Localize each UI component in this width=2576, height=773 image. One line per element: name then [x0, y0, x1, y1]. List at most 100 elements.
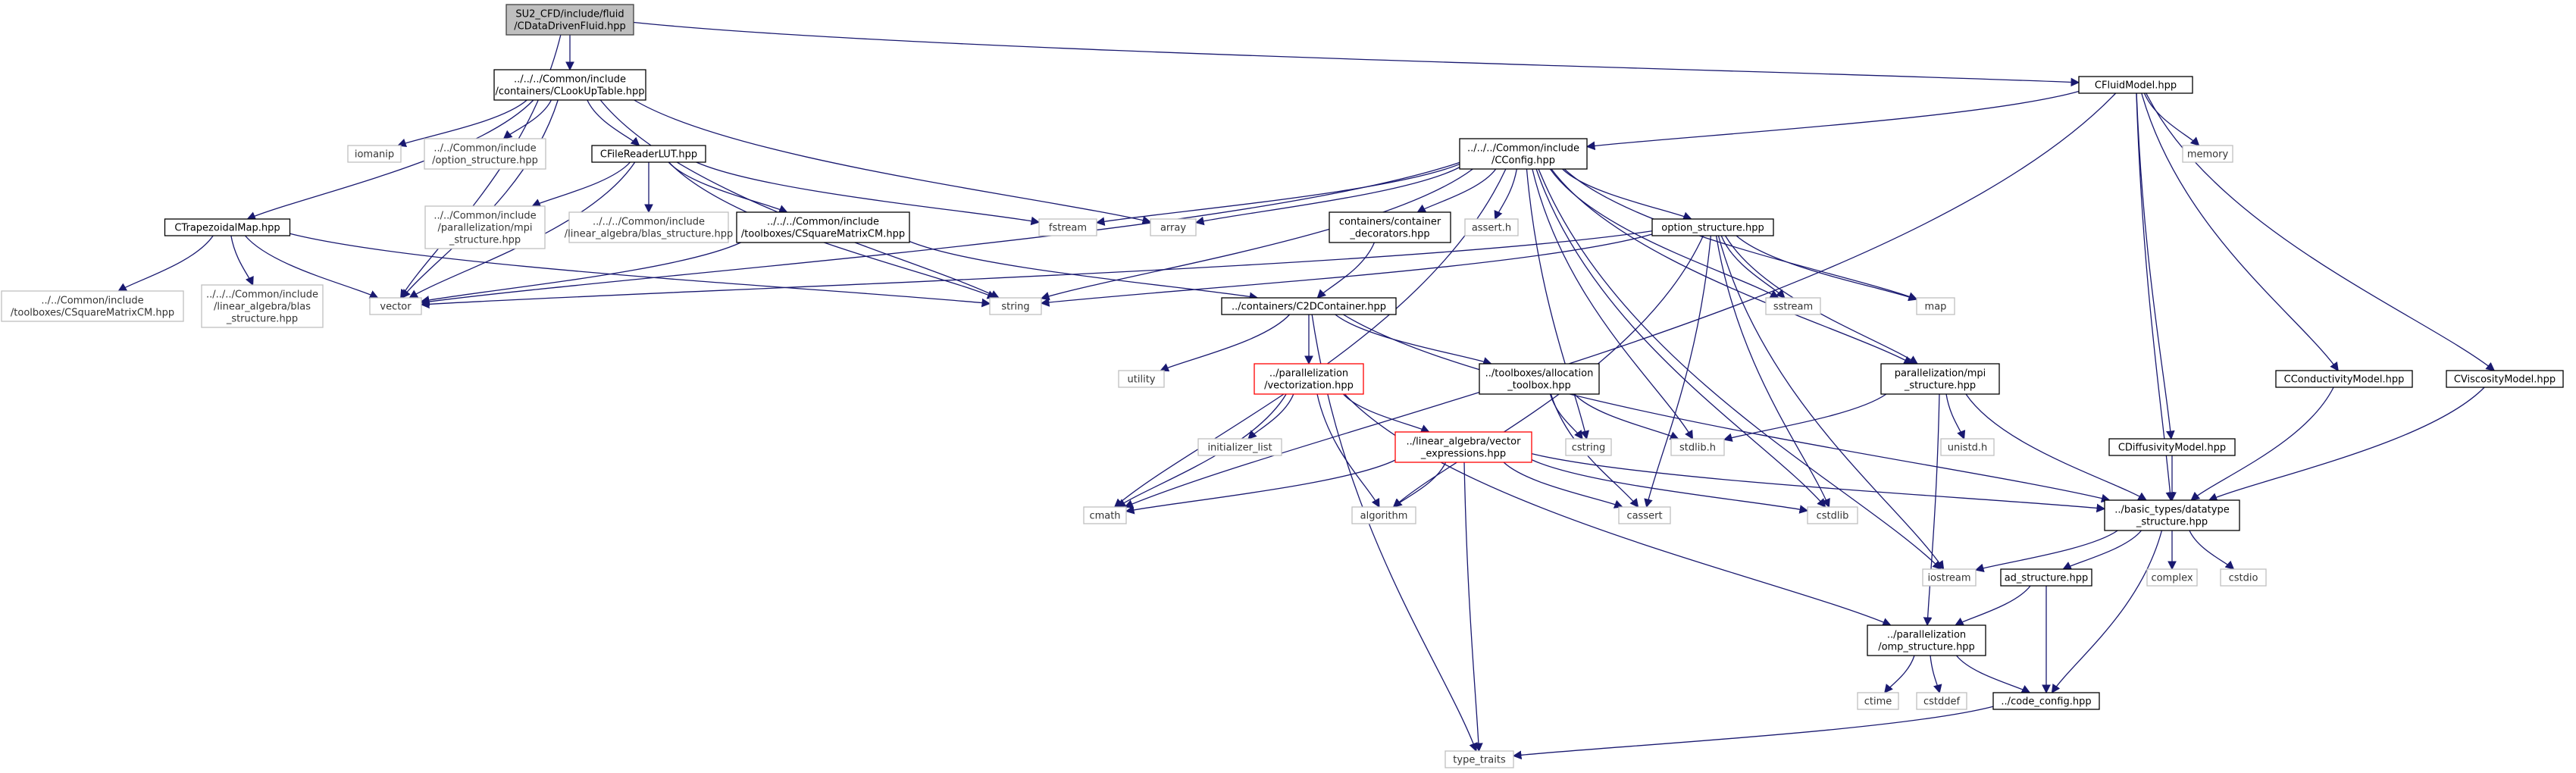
node-datatype[interactable]: ../basic_types/datatype_structure.hpp	[2104, 499, 2240, 531]
node-label-vecexpr-line-1: _expressions.hpp	[1420, 449, 1506, 460]
node-box-ccsqm2	[1, 290, 184, 322]
node-cconfig[interactable]: ../../../Common/include/CConfig.hpp	[1459, 138, 1588, 170]
node-label-blas_c-line-0: ../../../Common/include	[593, 217, 705, 228]
node-label-unistdh-line-0: unistd.h	[1948, 443, 1988, 454]
node-box-cstdlib	[1807, 506, 1858, 524]
edge-datatype-to-cstdio	[2189, 530, 2235, 570]
node-label-parmpi-line-1: _structure.hpp	[1904, 380, 1976, 392]
node-vectorization[interactable]: ../parallelization/vectorization.hpp	[1254, 363, 1364, 395]
edge-ccond-to-datatype	[2190, 386, 2334, 501]
node-lut[interactable]: ../../../Common/include/containers/CLook…	[493, 69, 646, 101]
node-cfluid[interactable]: CFluidModel.hpp	[2078, 76, 2193, 94]
node-codeconfig[interactable]: ../code_config.hpp	[1992, 692, 2100, 710]
edge-datatype-to-adstruct	[2062, 530, 2142, 570]
node-ctrap[interactable]: CTrapezoidalMap.hpp	[164, 218, 291, 236]
node-iostream: iostream	[1922, 568, 1977, 587]
node-label-csqm-line-1: /toolboxes/CSquareMatrixCM.hpp	[741, 229, 905, 240]
node-label-ccond-line-0: CConductivityModel.hpp	[2284, 374, 2405, 386]
node-label-cfluid-line-0: CFluidModel.hpp	[2095, 80, 2177, 92]
node-parmpi[interactable]: parallelization/mpi_structure.hpp	[1880, 363, 2000, 395]
edge-parmpi-to-omp	[1923, 393, 1940, 627]
node-box-parmpi	[1880, 363, 2000, 395]
edge-omp-to-cstddef	[1930, 655, 1942, 694]
node-label-vecexpr-line-0: ../linear_algebra/vector	[1407, 437, 1522, 448]
edge-csqm-to-vector	[420, 242, 741, 305]
node-omp[interactable]: ../parallelization/omp_structure.hpp	[1867, 624, 1986, 656]
edge-c2d-to-datatype	[1343, 314, 2111, 503]
node-c2d[interactable]: ../containers/C2DContainer.hpp	[1221, 297, 1397, 315]
edge-vecexpr-to-cstdlib	[1531, 459, 1809, 514]
node-box-blas_c	[568, 211, 729, 243]
edge-cconfig-to-contdec	[1416, 168, 1497, 213]
node-box-contdec	[1329, 211, 1451, 243]
edge-alloc-to-stdlibh	[1573, 393, 1679, 440]
node-box-omp	[1867, 624, 1986, 656]
node-adstruct[interactable]: ad_structure.hpp	[2000, 568, 2092, 587]
node-alloc[interactable]: ../toolboxes/allocation_toolbox.hpp	[1479, 363, 1600, 395]
edge-lut-to-string	[599, 99, 1000, 299]
node-box-stdlibh	[1670, 438, 1725, 456]
node-label-contdec-line-1: _decorators.hpp	[1349, 229, 1429, 240]
node-csqm[interactable]: ../../../Common/include/toolboxes/CSquar…	[736, 211, 910, 243]
edge-cconfig-to-optstruct	[1562, 168, 1692, 221]
node-cfilereader[interactable]: CFileReaderLUT.hpp	[591, 145, 706, 163]
node-vecexpr[interactable]: ../linear_algebra/vector_expressions.hpp	[1394, 431, 1532, 463]
node-stdlibh: stdlib.h	[1670, 438, 1725, 456]
edge-cconfig-to-fstream	[1095, 163, 1460, 226]
node-ccond[interactable]: CConductivityModel.hpp	[2275, 370, 2413, 388]
node-label-cfilereader-line-0: CFileReaderLUT.hpp	[600, 149, 697, 161]
node-box-adstruct	[2000, 568, 2092, 587]
node-memory: memory	[2182, 145, 2233, 163]
edge-parmpi-to-datatype	[1965, 393, 2148, 501]
edge-c2d-to-typetraits	[1311, 314, 1478, 753]
edge-cfilereader-to-fstream	[696, 161, 1041, 226]
node-label-ctime-line-0: ctime	[1864, 696, 1892, 708]
edge-cfluid-to-cvisc	[2146, 92, 2496, 371]
node-box-ctrap	[164, 218, 291, 236]
node-label-parmpi-line-0: parallelization/mpi	[1895, 368, 1986, 380]
node-box-csqm	[736, 211, 910, 243]
node-label-par_mpi_c-line-2: _structure.hpp	[449, 235, 521, 246]
node-label-cdiff-line-0: CDiffusivityModel.hpp	[2118, 443, 2226, 454]
node-contdec[interactable]: containers/container_decorators.hpp	[1329, 211, 1451, 243]
node-label-codeconfig-line-0: ../code_config.hpp	[2001, 696, 2091, 708]
edge-cfluid-to-datatype	[2136, 92, 2175, 502]
edge-optstruct-to-map	[1736, 235, 1918, 302]
node-box-optstruct	[1651, 218, 1774, 236]
node-label-stdlibh-line-0: stdlib.h	[1679, 443, 1716, 454]
file-nodes: SU2_CFD/include/fluid/CDataDrivenFluid.h…	[1, 4, 2564, 768]
node-initlist: initializer_list	[1197, 438, 1282, 456]
node-label-root-line-0: SU2_CFD/include/fluid	[515, 9, 624, 20]
edge-c2d-to-utility	[1160, 314, 1291, 372]
edge-csqm-to-c2d	[909, 240, 1259, 302]
node-optstruct_c: ../../Common/include/option_structure.hp…	[424, 138, 546, 170]
node-par_mpi_c: ../../Common/include/parallelization/mpi…	[424, 205, 546, 249]
edge-optstruct-to-algorithm	[1392, 235, 1704, 508]
node-box-cstring	[1565, 438, 1612, 456]
node-box-fstream	[1038, 218, 1097, 236]
node-label-utility-line-0: utility	[1128, 374, 1156, 386]
node-box-initlist	[1197, 438, 1282, 456]
node-box-complex	[2146, 568, 2198, 587]
node-optstruct[interactable]: option_structure.hpp	[1651, 218, 1774, 236]
node-label-contdec-line-0: containers/container	[1339, 217, 1441, 228]
edge-cfluid-to-ccond	[2141, 92, 2339, 371]
node-label-initlist-line-0: initializer_list	[1207, 443, 1272, 454]
edge-lut-to-ctrap	[246, 99, 534, 221]
node-label-datatype-line-1: _structure.hpp	[2136, 517, 2208, 528]
node-cdiff[interactable]: CDiffusivityModel.hpp	[2108, 438, 2236, 456]
node-map: map	[1916, 297, 1955, 315]
edge-cconfig-to-cstring	[1526, 168, 1589, 440]
edge-parmpi-to-stdlibh	[1723, 393, 1887, 442]
node-label-cstdlib-line-0: cstdlib	[1817, 511, 1849, 522]
node-root[interactable]: SU2_CFD/include/fluid/CDataDrivenFluid.h…	[505, 4, 634, 36]
edge-cfilereader-to-csqm	[668, 161, 788, 214]
node-cstring: cstring	[1565, 438, 1612, 456]
node-box-cconfig	[1459, 138, 1588, 170]
edge-vecexpr-to-cassert	[1503, 462, 1623, 509]
node-box-vectorization	[1254, 363, 1364, 395]
node-label-cstdio-line-0: cstdio	[2229, 573, 2258, 584]
edge-ctrap-to-ccsqm2	[117, 235, 214, 292]
node-cvisc[interactable]: CViscosityModel.hpp	[2446, 370, 2564, 388]
node-box-cmath	[1083, 506, 1127, 524]
